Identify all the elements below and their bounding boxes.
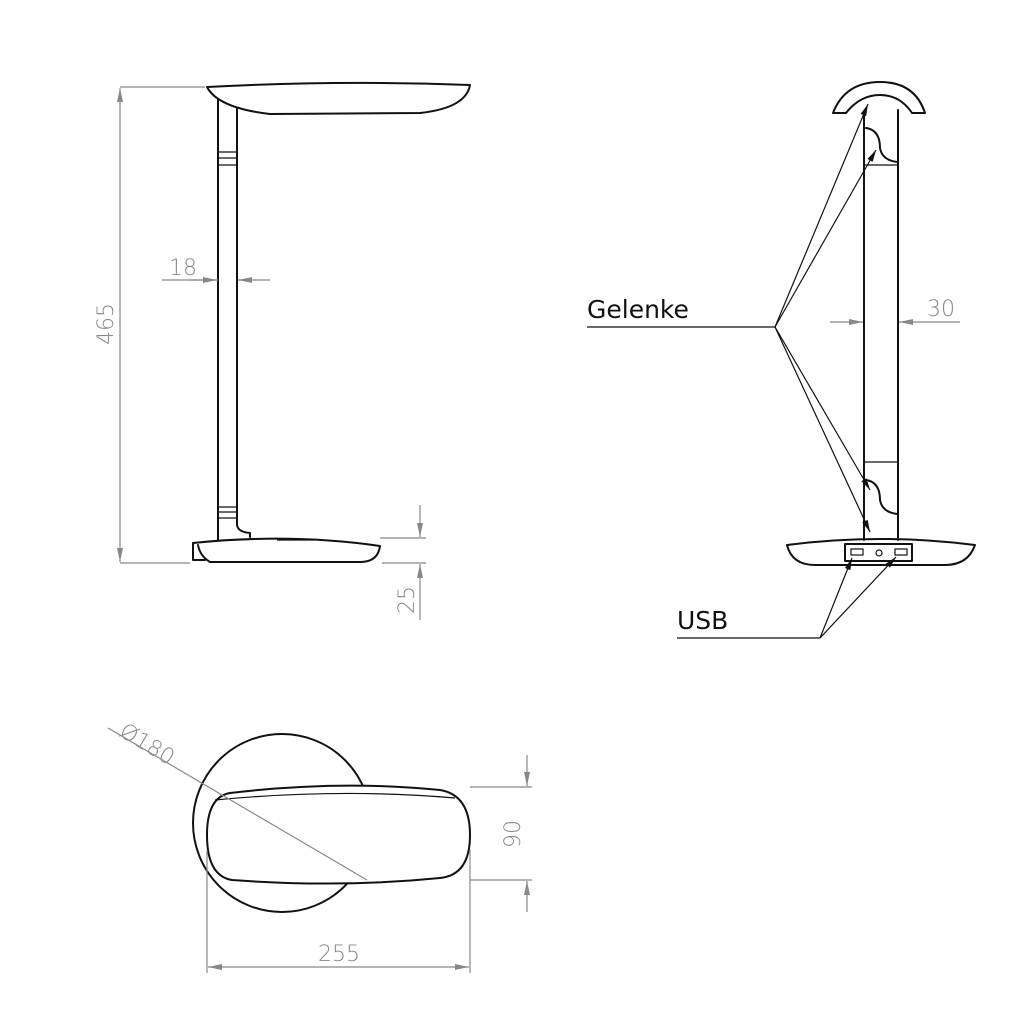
lamp-base-side (192, 537, 381, 563)
label-joints: Gelenke (587, 295, 689, 324)
dimension-height: 465 (94, 303, 119, 345)
dimension-pole-width-side: 18 (169, 256, 197, 281)
dimension-shade-length: 255 (318, 942, 360, 967)
joint-lower (219, 506, 237, 519)
lamp-pole-front (863, 109, 899, 541)
usb-panel (844, 543, 913, 562)
dimension-pole-width-front: 30 (927, 297, 955, 322)
side-view: 465 18 25 (94, 81, 471, 620)
lamp-base-front (786, 538, 976, 566)
dimension-shade-depth: 90 (501, 820, 526, 848)
dimension-base-diameter: Ø180 (115, 719, 179, 771)
lamp-shade-front (832, 81, 926, 114)
lamp-pole-side (217, 99, 251, 541)
dimension-base-height: 25 (395, 586, 420, 614)
joint-upper (219, 151, 237, 166)
lamp-shade-side (206, 81, 471, 115)
front-view: 30 Gelenke USB (587, 81, 976, 639)
lamp-shade-top (206, 784, 471, 885)
top-view: Ø180 90 255 (107, 719, 532, 973)
label-usb: USB (677, 606, 728, 635)
